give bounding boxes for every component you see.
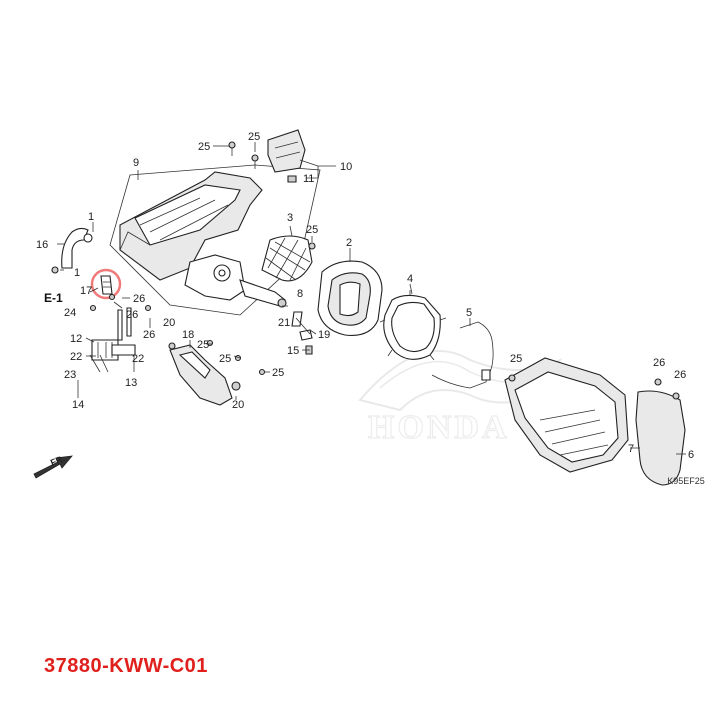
callout-1: 1 bbox=[88, 211, 94, 223]
callout-7: 7 bbox=[628, 443, 634, 455]
callout-17: 17 bbox=[80, 285, 92, 297]
callout-5: 5 bbox=[466, 307, 472, 319]
callout-25: 25 bbox=[198, 141, 210, 153]
watermark-text: HONDA bbox=[368, 409, 510, 446]
callout-22: 22 bbox=[70, 351, 82, 363]
cover-part-6 bbox=[635, 378, 686, 486]
wire-part-5 bbox=[431, 321, 494, 389]
front-direction-arrow: FR. bbox=[33, 453, 73, 479]
callout-6: 6 bbox=[688, 449, 694, 461]
leader-lines bbox=[57, 142, 686, 455]
honda-watermark: HONDA bbox=[358, 350, 563, 447]
callout-10: 10 bbox=[340, 161, 352, 173]
part-number: 37880-KWW-C01 bbox=[44, 655, 208, 677]
callout-26: 26 bbox=[143, 329, 155, 341]
callout-19: 19 bbox=[318, 329, 330, 341]
cover-part-10 bbox=[228, 129, 306, 183]
callout-25: 25 bbox=[248, 131, 260, 143]
callout-20: 20 bbox=[163, 317, 175, 329]
callout-numbers: 9 25 25 10 11 1 16 1 3 25 2 4 5 17 26 24… bbox=[36, 131, 694, 461]
callout-26: 26 bbox=[674, 369, 686, 381]
callout-16: 16 bbox=[36, 239, 48, 251]
highlight-circle bbox=[90, 268, 122, 300]
reference-label: E-1 bbox=[44, 291, 63, 305]
housing-part-7 bbox=[504, 357, 629, 473]
callout-3: 3 bbox=[287, 212, 293, 224]
callout-4: 4 bbox=[407, 273, 413, 285]
callout-23: 23 bbox=[64, 369, 76, 381]
bracket-part-18 bbox=[168, 342, 241, 406]
callout-25: 25 bbox=[219, 353, 231, 365]
callout-20: 20 bbox=[232, 399, 244, 411]
air-cleaner-case-assembly bbox=[51, 164, 321, 316]
callout-12: 12 bbox=[70, 333, 82, 345]
callout-1: 1 bbox=[74, 267, 80, 279]
callout-11: 11 bbox=[303, 173, 314, 185]
diagram-code: K95EF25 bbox=[667, 476, 705, 486]
callout-22: 22 bbox=[132, 353, 144, 365]
callout-14: 14 bbox=[72, 399, 84, 411]
callout-25: 25 bbox=[306, 224, 318, 236]
callout-18: 18 bbox=[182, 329, 194, 341]
lower-left-parts bbox=[89, 307, 136, 373]
callout-21: 21 bbox=[278, 317, 290, 329]
callout-26: 26 bbox=[126, 309, 138, 321]
callout-8: 8 bbox=[297, 288, 303, 300]
callout-15: 15 bbox=[287, 345, 299, 357]
callout-13: 13 bbox=[125, 377, 137, 389]
frame-part-4 bbox=[379, 290, 447, 361]
callout-25: 25 bbox=[510, 353, 522, 365]
callout-25: 25 bbox=[272, 367, 284, 379]
callout-24: 24 bbox=[64, 307, 76, 319]
filter-element-part-2 bbox=[317, 260, 383, 336]
mesh-part-3 bbox=[261, 235, 316, 282]
callout-25: 25 bbox=[197, 339, 209, 351]
callout-2: 2 bbox=[346, 237, 352, 249]
callout-26: 26 bbox=[653, 357, 665, 369]
callout-26: 26 bbox=[133, 293, 145, 305]
callout-9: 9 bbox=[133, 157, 139, 169]
